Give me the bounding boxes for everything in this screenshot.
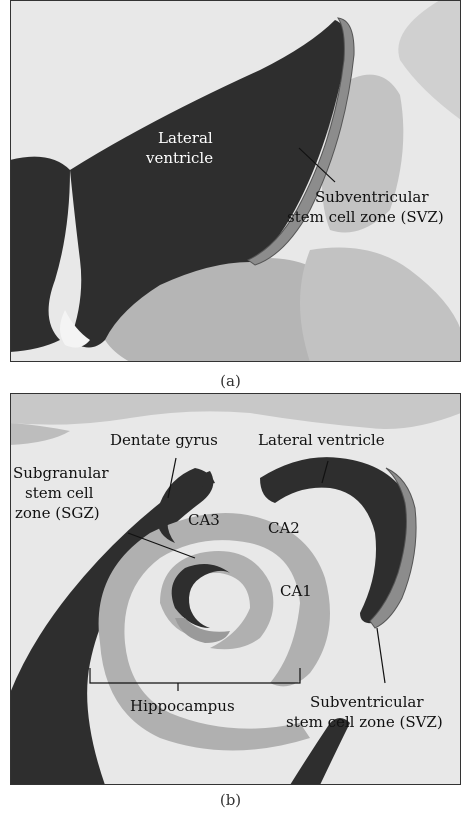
label-svz-a-2: stem cell zone (SVZ) xyxy=(287,208,444,226)
label-dentate-gyrus: Dentate gyrus xyxy=(110,431,218,449)
label-lateral-ventricle-a-2: ventricle xyxy=(145,149,213,167)
caption-b: (b) xyxy=(0,791,461,809)
label-ca3: CA3 xyxy=(188,511,220,529)
panel-b-illustration: Dentate gyrus Lateral ventricle Subgranu… xyxy=(10,393,461,785)
label-ca2: CA2 xyxy=(268,519,300,537)
label-ca1: CA1 xyxy=(280,582,312,600)
panel-a-diagram: Lateral ventricle Subventricular stem ce… xyxy=(10,0,461,362)
label-svz-b-2: stem cell zone (SVZ) xyxy=(286,713,443,731)
label-sgz-3: zone (SGZ) xyxy=(15,504,100,522)
label-sgz-2: stem cell xyxy=(25,484,94,502)
panel-a-illustration: Lateral ventricle Subventricular stem ce… xyxy=(10,0,461,362)
label-svz-a-1: Subventricular xyxy=(315,188,429,206)
label-lateral-ventricle-b: Lateral ventricle xyxy=(258,431,385,449)
caption-a: (a) xyxy=(0,372,461,390)
panel-b-diagram: Dentate gyrus Lateral ventricle Subgranu… xyxy=(10,393,461,785)
label-lateral-ventricle-a-1: Lateral xyxy=(158,129,213,147)
label-svz-b-1: Subventricular xyxy=(310,693,424,711)
label-hippocampus: Hippocampus xyxy=(130,697,235,715)
label-sgz-1: Subgranular xyxy=(13,464,109,482)
